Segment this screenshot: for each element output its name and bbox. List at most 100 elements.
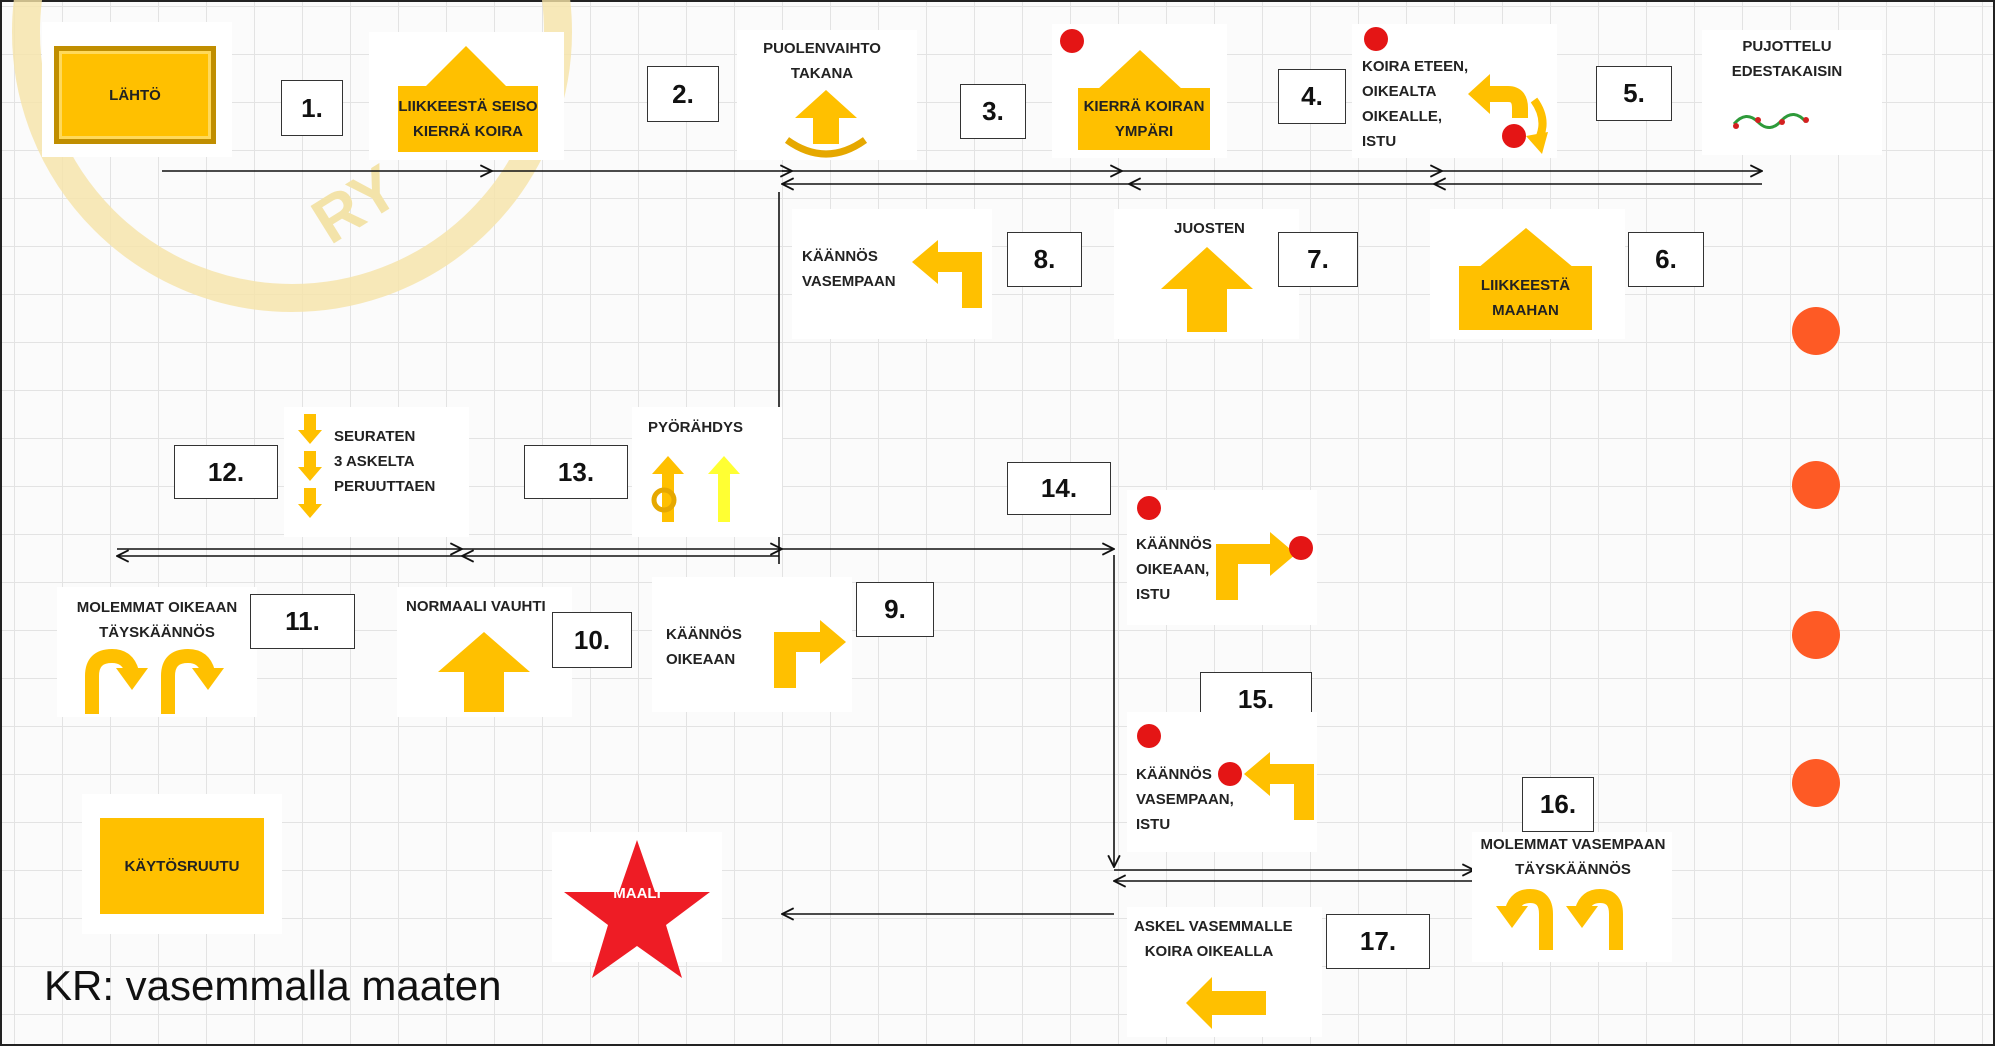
left-turn-arrow-icon bbox=[1244, 752, 1314, 820]
station-16-number: 16. bbox=[1522, 777, 1594, 832]
stop-sign-icon bbox=[1137, 496, 1161, 520]
station-2-line-2: TAKANA bbox=[790, 65, 854, 82]
station-17-card bbox=[1127, 907, 1322, 1037]
station-6-sign: LIIKKEESTÄ MAAHAN bbox=[1459, 266, 1592, 330]
station-9-number: 9. bbox=[856, 582, 934, 637]
station-2-number: 2. bbox=[647, 66, 719, 122]
spin-icon bbox=[651, 456, 740, 522]
station-7-number: 7. bbox=[1278, 232, 1358, 287]
station-14-line-3: ISTU bbox=[1136, 586, 1171, 603]
finish-star-icon bbox=[564, 840, 710, 978]
straight-arrow-icon bbox=[438, 632, 530, 712]
station-4-label: KOIRA ETEEN, OIKEALTA OIKEALLE, ISTU bbox=[1362, 54, 1468, 154]
station-2-label: PUOLENVAIHTO TAKANA bbox=[737, 36, 907, 86]
station-12-number: 12. bbox=[174, 445, 278, 499]
station-4-line-1: KOIRA ETEEN, bbox=[1362, 58, 1469, 75]
start-sign: LÄHTÖ bbox=[54, 46, 216, 144]
straight-arrow-icon bbox=[1478, 228, 1574, 268]
straight-arrow-icon bbox=[1097, 50, 1183, 90]
station-14-line-1: KÄÄNNÖS bbox=[1136, 536, 1212, 553]
station-4-number: 4. bbox=[1278, 69, 1346, 124]
station-11-label: MOLEMMAT OIKEAAN TÄYSKÄÄNNÖS bbox=[57, 595, 257, 645]
station-17-label: ASKEL VASEMMALLE KOIRA OIKEALLA bbox=[1134, 914, 1293, 964]
stop-sign-icon bbox=[1218, 762, 1242, 786]
station-4-line-4: ISTU bbox=[1362, 133, 1397, 150]
marker-dot bbox=[1792, 759, 1840, 807]
stop-sign-icon bbox=[1137, 724, 1161, 748]
down-arrows-icon bbox=[298, 414, 322, 518]
station-16-line-2: TÄYSKÄÄNNÖS bbox=[1515, 861, 1631, 878]
station-1-number: 1. bbox=[281, 80, 343, 136]
station-6-number: 6. bbox=[1628, 232, 1704, 287]
start-label: LÄHTÖ bbox=[109, 86, 161, 104]
stop-sign-icon bbox=[1060, 29, 1084, 53]
station-12-line-2: 3 ASKELTA bbox=[334, 453, 415, 470]
station-10-label: NORMAALI VAUHTI bbox=[406, 598, 546, 615]
station-17-line-1: ASKEL VASEMMALLE bbox=[1134, 918, 1293, 935]
station-5-number: 5. bbox=[1596, 66, 1672, 121]
station-12-label: SEURATEN 3 ASKELTA PERUUTTAEN bbox=[334, 424, 435, 499]
station-14-line-2: OIKEAAN, bbox=[1136, 561, 1210, 578]
station-14-label: KÄÄNNÖS OIKEAAN, ISTU bbox=[1136, 532, 1212, 607]
station-9-line-2: OIKEAAN bbox=[666, 651, 736, 668]
station-16-line-1: MOLEMMAT VASEMPAAN bbox=[1480, 836, 1666, 853]
station-1-line-2: KIERRÄ KOIRA bbox=[412, 123, 523, 140]
station-17-number: 17. bbox=[1326, 914, 1430, 969]
left-arrow-icon bbox=[1186, 977, 1266, 1029]
marker-dot bbox=[1792, 461, 1840, 509]
station-15-label: KÄÄNNÖS VASEMPAAN, ISTU bbox=[1136, 762, 1234, 837]
marker-dot bbox=[1792, 611, 1840, 659]
stop-sign-icon bbox=[1364, 27, 1388, 51]
u-turn-right-icon bbox=[85, 648, 224, 714]
station-6-line-1: LIIKKEESTÄ bbox=[1480, 277, 1571, 294]
station-16-label: MOLEMMAT VASEMPAAN TÄYSKÄÄNNÖS bbox=[1480, 832, 1666, 882]
u-turn-left-icon bbox=[1496, 888, 1623, 950]
station-10-number: 10. bbox=[552, 612, 632, 668]
slalom-icon bbox=[1732, 113, 1809, 129]
station-8-number: 8. bbox=[1007, 232, 1082, 287]
stop-sign-icon bbox=[1289, 536, 1313, 560]
station-1-sign: LIIKKEESTÄ SEISO KIERRÄ KOIRA bbox=[398, 86, 538, 152]
stop-sign-icon bbox=[1502, 124, 1526, 148]
station-4-line-3: OIKEALLE, bbox=[1362, 108, 1443, 125]
station-15-line-2: VASEMPAAN, bbox=[1136, 791, 1234, 808]
finish-label: MAALI bbox=[613, 885, 661, 902]
station-6-line-2: MAAHAN bbox=[1492, 302, 1559, 319]
station-3-number: 3. bbox=[960, 84, 1026, 139]
station-15-line-1: KÄÄNNÖS bbox=[1136, 766, 1212, 783]
station-3-line-2: YMPÄRI bbox=[1114, 123, 1174, 140]
station-1-line-1: LIIKKEESTÄ SEISO bbox=[398, 98, 538, 115]
front-right-arrow-icon bbox=[1468, 74, 1548, 154]
station-3-sign: KIERRÄ KOIRAN YMPÄRI bbox=[1078, 88, 1210, 150]
behavior-square-label: KÄYTÖSRUUTU bbox=[124, 857, 240, 875]
station-12-line-3: PERUUTTAEN bbox=[334, 478, 436, 495]
station-9-label: KÄÄNNÖS OIKEAAN bbox=[666, 622, 742, 672]
station-8-label: KÄÄNNÖS VASEMPAAN bbox=[802, 244, 896, 294]
station-13-label: PYÖRÄHDYS bbox=[648, 419, 744, 436]
marker-dot bbox=[1792, 307, 1840, 355]
station-8-line-2: VASEMPAAN bbox=[802, 273, 896, 290]
station-4-line-2: OIKEALTA bbox=[1362, 83, 1437, 100]
station-5-card bbox=[1702, 30, 1882, 155]
station-11-line-2: TÄYSKÄÄNNÖS bbox=[99, 624, 215, 641]
handler-note: KR: vasemmalla maaten bbox=[44, 962, 502, 1009]
side-change-arrow-icon bbox=[784, 90, 868, 158]
station-5-line-2: EDESTAKAISIN bbox=[1731, 63, 1843, 80]
left-turn-arrow-icon bbox=[912, 240, 982, 308]
behavior-square-sign: KÄYTÖSRUUTU bbox=[100, 818, 264, 914]
station-12-line-1: SEURATEN bbox=[334, 428, 416, 445]
station-15-line-3: ISTU bbox=[1136, 816, 1171, 833]
station-11-number: 11. bbox=[250, 594, 355, 649]
station-3-line-1: KIERRÄ KOIRAN bbox=[1083, 98, 1205, 115]
straight-arrow-icon bbox=[426, 46, 506, 86]
station-13-number: 13. bbox=[524, 445, 628, 499]
right-turn-arrow-icon bbox=[1216, 532, 1296, 600]
station-5-line-1: PUJOTTELU bbox=[1742, 38, 1832, 55]
station-5-label: PUJOTTELU EDESTAKAISIN bbox=[1702, 34, 1872, 84]
straight-arrow-icon bbox=[1161, 247, 1253, 332]
station-16-card bbox=[1472, 832, 1672, 962]
station-2-line-1: PUOLENVAIHTO bbox=[763, 40, 881, 57]
station-17-line-2: KOIRA OIKEALLA bbox=[1144, 943, 1274, 960]
